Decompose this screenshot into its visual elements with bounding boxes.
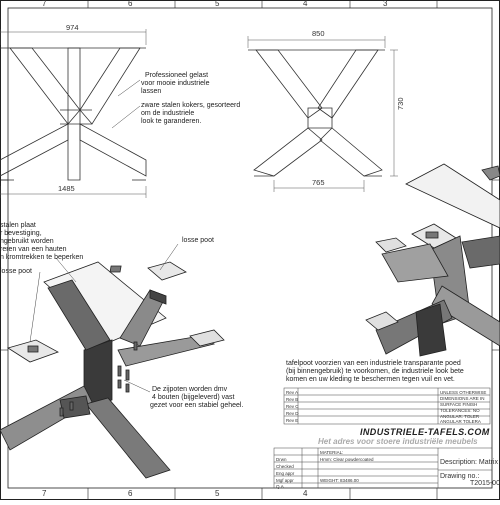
- note-weld-line: lassen: [141, 88, 162, 95]
- title-row-label: Q.A: [276, 484, 284, 489]
- title-row-label: Eng appr: [276, 471, 295, 476]
- note-plate-line: stalen plaat: [0, 222, 36, 229]
- zone-number: 3: [383, 0, 388, 8]
- general-note: UNLESS OTHERWISE: [440, 390, 487, 395]
- brand-tagline: Het adres voor stoere industriële meubel…: [318, 437, 478, 446]
- zone-number: 6: [128, 489, 133, 498]
- revision-label: Rev D: [286, 411, 299, 416]
- general-note: DIMENSIONS ARE IN: [440, 396, 485, 401]
- general-note: SURFACE FINISH: [440, 402, 478, 407]
- note-bolts-line: gezet voor een stabiel geheel.: [150, 402, 244, 409]
- zone-number: 7: [42, 489, 47, 498]
- revision-label: Rev B: [286, 397, 299, 402]
- note-coating-line: tafelpoot voorzien van een industriele t…: [286, 360, 461, 367]
- brand-site: INDUSTRIELE-TAFELS.COM: [360, 427, 490, 437]
- iso-view-left: [0, 261, 225, 479]
- dimension-front-bottom: 1485: [58, 184, 75, 193]
- zone-number: 4: [303, 489, 308, 498]
- note-tubes-line: look te garanderen.: [141, 118, 202, 125]
- note-plate-line: reren van een hauten: [0, 246, 67, 253]
- material-value: Hmm: Clear powdercoated: [320, 457, 374, 462]
- note-weld-line: Professioneel gelast: [145, 72, 209, 79]
- dimension-side-height: 730: [396, 97, 405, 110]
- iso-view-right: [365, 163, 500, 357]
- note-plate-line: ngebruikt worden: [0, 238, 54, 245]
- dimension-side-bottom: 765: [312, 178, 325, 187]
- note-plate-line: n kromtrekken te beperken: [0, 254, 84, 261]
- revision-label: Rev E: [286, 418, 299, 423]
- title-row-label: Mgf appr: [276, 478, 294, 483]
- note-plate-line: r bevestiging,: [0, 230, 42, 237]
- general-note: ANGULAR TOLERA: [440, 419, 481, 424]
- drawing-no-value: T2015-00: [470, 480, 500, 487]
- title-block: [273, 387, 493, 489]
- note-coating-line: (bij binnengebruik) te voorkomen, de ind…: [286, 368, 464, 375]
- general-note: TOLERANCES: NO: [440, 408, 480, 413]
- zone-number: 5: [215, 489, 220, 498]
- description-label: Description: Matrix ta: [440, 459, 500, 466]
- zone-number: 5: [215, 0, 220, 8]
- label-loose-foot-right: losse poot: [182, 237, 214, 244]
- title-row-label: Checked: [276, 464, 294, 469]
- note-weld-line: voor mooie industriele: [141, 80, 210, 87]
- label-loose-foot-left: losse poot: [0, 268, 32, 275]
- title-row-label: Drwn: [276, 457, 287, 462]
- revision-label: Rev A: [286, 390, 299, 395]
- front-view: [0, 29, 147, 198]
- zone-number: 4: [303, 0, 308, 8]
- material-label: MATERIAL:: [320, 450, 344, 455]
- note-coating-line: komen en uw kleding te beschermen tegen …: [286, 376, 455, 383]
- dimension-side-top: 850: [312, 29, 325, 38]
- side-view: [247, 36, 398, 192]
- dimension-front-top: 974: [66, 23, 79, 32]
- zone-number: 7: [42, 0, 47, 8]
- note-bolts-line: 4 bouten (bijgeleverd) vast: [152, 394, 235, 401]
- note-tubes-line: zware stalen kokers, gesorteerd: [141, 102, 241, 109]
- revision-label: Rev C: [286, 404, 299, 409]
- weight-label: WEIGHT: 83486.00: [320, 478, 359, 483]
- note-tubes-line: om de industriele: [141, 110, 195, 117]
- zone-number: 6: [128, 0, 133, 8]
- drawing-no-label: Drawing no.:: [440, 473, 480, 480]
- general-note: ANGULAR: TOLER: [440, 414, 480, 419]
- note-bolts-line: De zijpoten worden dmv: [152, 386, 228, 393]
